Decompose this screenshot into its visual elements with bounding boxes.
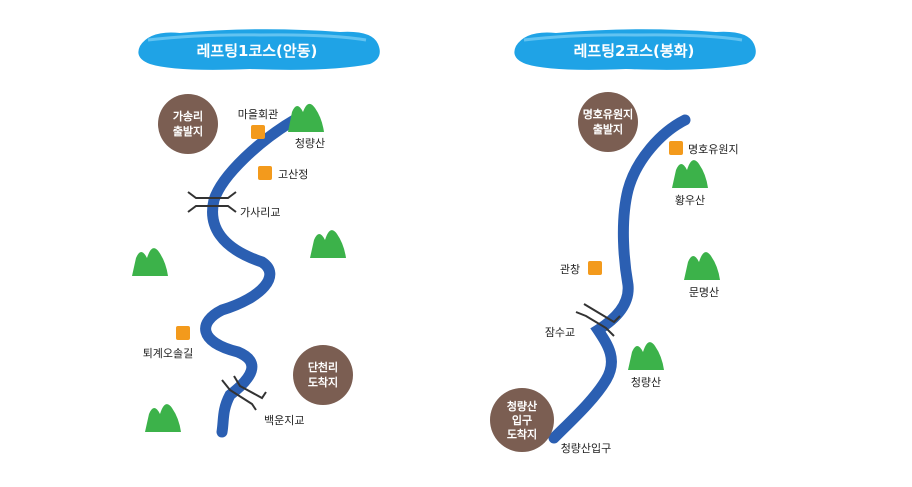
course2-map: 레프팅2코스(봉화) 명호유원지 출발지 청량산 입구 도착지 (456, 0, 912, 487)
cheongnyangsan-label: 청량산 (631, 376, 661, 389)
cheongnyangsan-entrance-label: 청량산입구 (561, 442, 612, 455)
gwanchang-label: 관창 (560, 263, 580, 276)
gosanjeong-marker (258, 166, 272, 180)
gwanchang-marker (588, 261, 602, 275)
bridge-icon (187, 191, 237, 213)
course2-start-line2: 출발지 (593, 122, 623, 136)
course2-map-canvas: 레프팅2코스(봉화) 명호유원지 출발지 청량산 입구 도착지 (490, 29, 756, 455)
toegye-trail-label: 퇴계오솔길 (143, 347, 194, 360)
course1-title: 레프팅1코스(안동) (197, 42, 318, 60)
course1-title-banner: 레프팅1코스(안동) (138, 29, 380, 70)
course2-start-circle (578, 92, 638, 152)
course2-start-line1: 명호유원지 (583, 107, 634, 121)
course2-start-marker: 명호유원지 출발지 (578, 92, 638, 152)
course1-start-marker: 가송리 출발지 (158, 94, 218, 154)
mountain-icon (145, 404, 181, 432)
bridge-icon (221, 375, 267, 411)
course1-end-circle (293, 345, 353, 405)
course2-end-marker: 청량산 입구 도착지 (490, 388, 554, 452)
mountain-icon (672, 160, 708, 188)
course2-banner-shape (514, 29, 756, 70)
course2-banner-glow (523, 33, 743, 42)
myeongho-resort-marker (669, 141, 683, 155)
course1-map: 레프팅1코스(안동) 가송리 출발지 단천리 도착지 (132, 29, 380, 438)
course1-end-line1: 단천리 (308, 360, 338, 374)
munmyeongsan-label: 문명산 (689, 286, 719, 299)
course2-title-banner: 레프팅2코스(봉화) (514, 29, 756, 70)
gosanjeong-label: 고산정 (278, 168, 308, 181)
mountain-icon (288, 103, 324, 132)
course2-end-line3: 도착지 (507, 427, 537, 441)
cheongnyangsan-label: 청량산 (295, 137, 325, 150)
mountain-icon (310, 230, 346, 258)
village-hall-marker (251, 125, 265, 139)
course1-end-line2: 도착지 (308, 375, 338, 389)
village-hall-label: 마을회관 (238, 108, 278, 121)
gasarigyo-label: 가사리교 (240, 206, 280, 219)
course2-end-line1: 청량산 (507, 399, 537, 413)
course1-start-line2: 출발지 (173, 124, 203, 138)
jamsugyo-label: 잠수교 (545, 326, 575, 339)
myeongho-resort-label: 명호유원지 (688, 143, 739, 156)
course1-start-line1: 가송리 (173, 109, 203, 123)
course2-title: 레프팅2코스(봉화) (574, 42, 695, 60)
course1-end-marker: 단천리 도착지 (293, 345, 353, 405)
mountain-icon (132, 248, 168, 276)
baegunjigyo-label: 백운지교 (264, 414, 304, 427)
hwangusan-label: 황우산 (675, 194, 705, 207)
course2-end-circle (490, 388, 554, 452)
bridge-icon (575, 303, 621, 337)
course2-river (548, 114, 691, 444)
course1-river (200, 113, 302, 438)
toegye-trail-marker (176, 326, 190, 340)
course1-banner-glow (147, 33, 367, 42)
mountain-icon (628, 342, 664, 370)
mountain-icon (684, 252, 720, 280)
course2-end-line2: 입구 (512, 414, 532, 427)
course1-map-canvas: 레프팅1코스(안동) 가송리 출발지 단천리 도착지 (132, 29, 380, 438)
course1-start-circle (158, 94, 218, 154)
course1-banner-shape (138, 29, 380, 70)
